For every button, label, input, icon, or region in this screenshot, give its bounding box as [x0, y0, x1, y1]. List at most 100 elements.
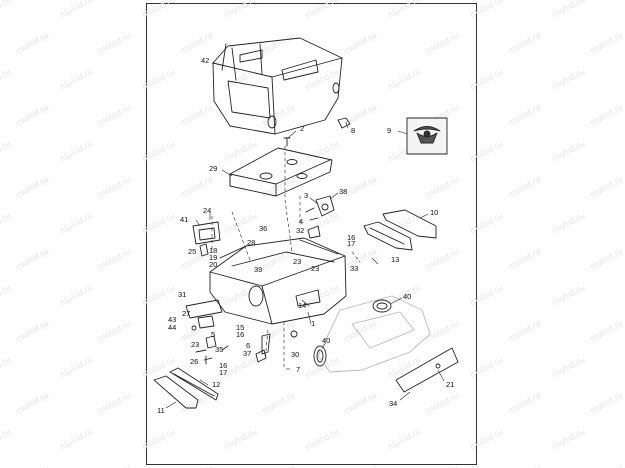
- watermark-text: motod.ru: [304, 426, 340, 452]
- watermark-text: motod.ru: [386, 66, 422, 92]
- watermark-text: motod.ru: [550, 282, 586, 308]
- watermark-text: motod.ru: [468, 282, 504, 308]
- callout-number: 30: [291, 350, 299, 359]
- callout-number: 6: [246, 341, 250, 350]
- callout-number: 17: [347, 239, 355, 248]
- watermark-text: motod.ru: [506, 462, 542, 468]
- callout-number: 2: [300, 124, 304, 133]
- callout-number: 3: [304, 191, 308, 200]
- watermark-text: motod.ru: [468, 138, 504, 164]
- watermark-text: motod.ru: [424, 30, 460, 56]
- watermark-text: motod.ru: [140, 0, 176, 20]
- callout-number: 39: [254, 265, 262, 274]
- watermark-text: motod.ru: [96, 174, 132, 200]
- watermark-text: motod.ru: [140, 66, 176, 92]
- watermark-text: motod.ru: [386, 0, 422, 20]
- watermark-text: motod.ru: [178, 102, 214, 128]
- callout-number: 12: [212, 380, 220, 389]
- watermark-text: motod.ru: [550, 354, 586, 380]
- rear-panel-drawing: [395, 347, 459, 393]
- watermark-text: motod.ru: [342, 30, 378, 56]
- watermark-text: motod.ru: [58, 66, 94, 92]
- small-hardware-drawing: [195, 330, 298, 363]
- callout-number: 21: [446, 380, 454, 389]
- watermark-text: motod.ru: [0, 0, 12, 20]
- watermark-text: motod.ru: [304, 138, 340, 164]
- watermark-text: motod.ru: [96, 30, 132, 56]
- watermark-text: motod.ru: [14, 174, 50, 200]
- callout-number: 38: [339, 187, 347, 196]
- watermark-text: motod.ru: [58, 138, 94, 164]
- callout-number: 35: [215, 345, 223, 354]
- watermark-text: motod.ru: [260, 246, 296, 272]
- callout-number: 16: [219, 361, 227, 370]
- watermark-text: motod.ru: [140, 210, 176, 236]
- watermark-text: motod.ru: [550, 210, 586, 236]
- callout-number: 8: [351, 126, 355, 135]
- watermark-text: motod.ru: [506, 318, 542, 344]
- watermark-text: motod.ru: [424, 318, 460, 344]
- callout-number: 31: [178, 290, 186, 299]
- callout-number: 14: [298, 301, 306, 310]
- watermark-text: motod.ru: [342, 390, 378, 416]
- watermark-text: motod.ru: [342, 462, 378, 468]
- callout-number: 23: [293, 257, 301, 266]
- watermark-text: motod.ru: [304, 354, 340, 380]
- watermark-text: motod.ru: [424, 246, 460, 272]
- watermark-text: motod.ru: [178, 174, 214, 200]
- callout-number: 26: [190, 357, 198, 366]
- watermark-text: motod.ru: [140, 354, 176, 380]
- watermark-text: motod.ru: [222, 282, 258, 308]
- watermark-text: motod.ru: [386, 354, 422, 380]
- hinge-bracket-drawing: [185, 299, 223, 331]
- callout-number: 44: [168, 323, 176, 332]
- watermark-text: motod.ru: [0, 282, 12, 308]
- watermark-text: motod.ru: [96, 390, 132, 416]
- pins-drawing: [203, 345, 229, 365]
- watermark-text: motod.ru: [140, 138, 176, 164]
- taillight-silhouette: [317, 295, 431, 373]
- callout-number: 13: [391, 255, 399, 264]
- callout-number: 15: [236, 323, 244, 332]
- watermark-text: motod.ru: [550, 426, 586, 452]
- callout-number: 29: [209, 164, 217, 173]
- callout-number: 33: [350, 264, 358, 273]
- watermark-text: motod.ru: [588, 390, 624, 416]
- watermark-text: motod.ru: [178, 390, 214, 416]
- watermark-text: motod.ru: [588, 246, 624, 272]
- watermark-text: motod.ru: [550, 138, 586, 164]
- leader-lines: [165, 62, 445, 409]
- watermark-text: motod.ru: [588, 318, 624, 344]
- latch-assembly-drawing: [305, 195, 335, 239]
- watermark-text: motod.ru: [468, 210, 504, 236]
- callout-number: 32: [296, 226, 304, 235]
- callout-number: 5: [211, 330, 215, 339]
- watermark-text: motod.ru: [222, 354, 258, 380]
- watermark-text: motod.ru: [304, 66, 340, 92]
- callout-number: 25: [188, 247, 196, 256]
- watermark-text: motod.ru: [222, 210, 258, 236]
- watermark-text: motod.ru: [222, 0, 258, 20]
- callout-number: 20: [209, 260, 217, 269]
- lid-shell-drawing: [212, 37, 343, 135]
- watermark-text: motod.ru: [0, 138, 12, 164]
- callout-number: 4: [299, 217, 303, 226]
- callout-number: 36: [259, 224, 267, 233]
- watermark-text: motod.ru: [506, 174, 542, 200]
- callout-number: 43: [168, 315, 176, 324]
- screw-2-drawing: [283, 137, 291, 147]
- watermark-text: motod.ru: [58, 0, 94, 20]
- callout-number: 18: [209, 246, 217, 255]
- watermark-text: motod.ru: [260, 102, 296, 128]
- watermark-text: motod.ru: [468, 0, 504, 20]
- watermark-text: motod.ru: [222, 138, 258, 164]
- watermark-text: motod.ru: [506, 102, 542, 128]
- watermark-text: motod.ru: [96, 462, 132, 468]
- watermark-text: motod.ru: [424, 174, 460, 200]
- callout-number: 40: [403, 292, 411, 301]
- callout-number: 34: [389, 399, 397, 408]
- watermark-text: motod.ru: [0, 354, 12, 380]
